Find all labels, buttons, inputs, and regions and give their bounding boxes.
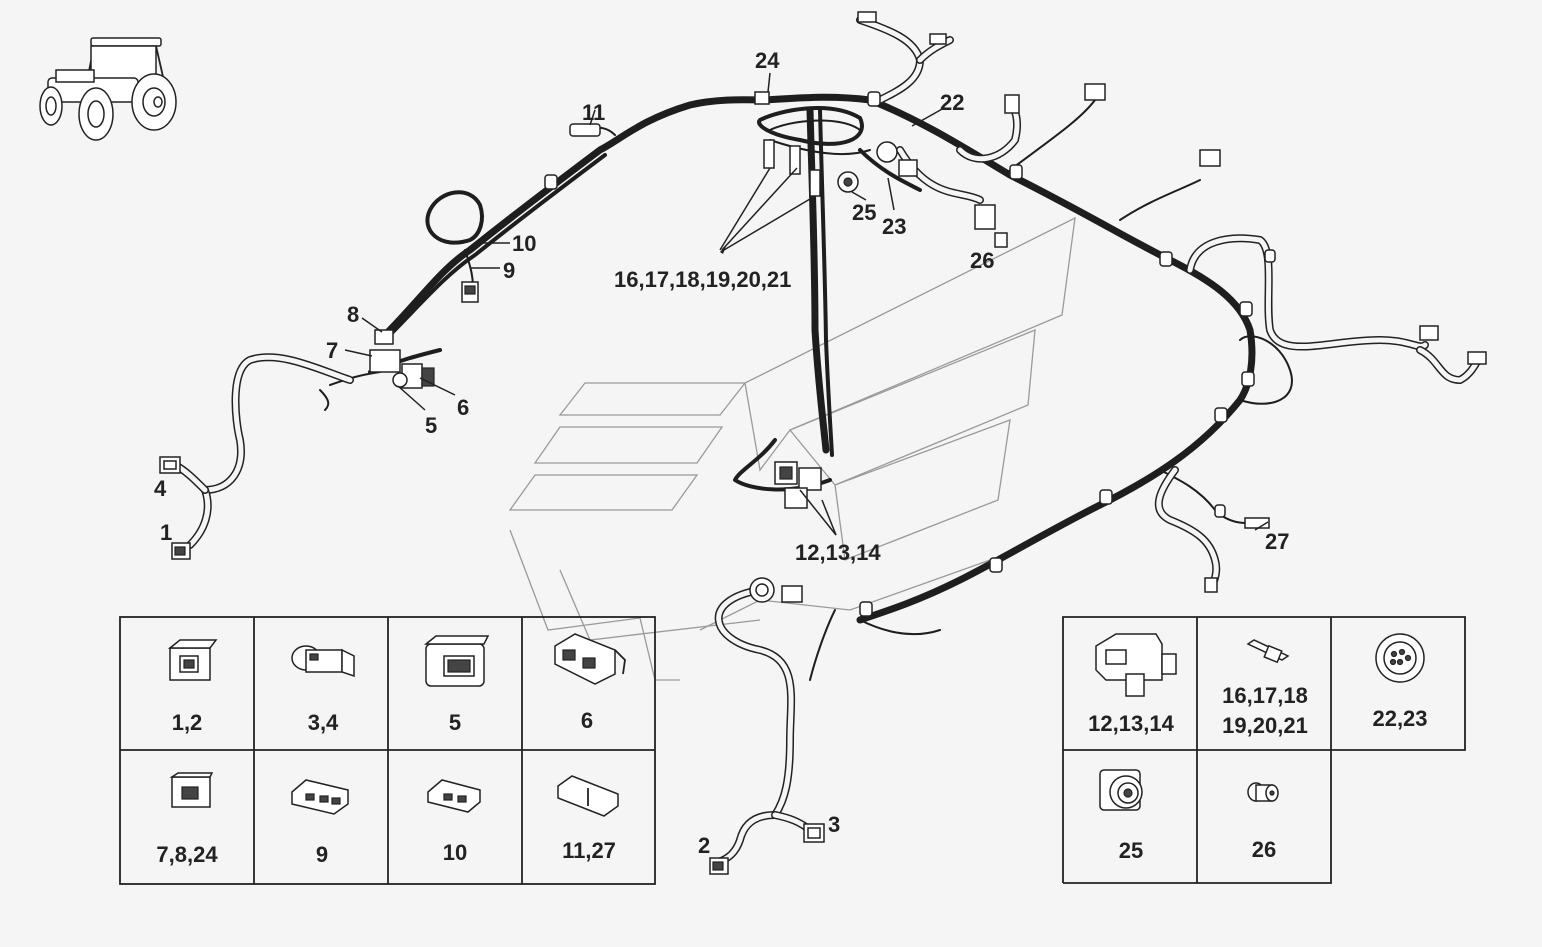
callout-23: 23 [882,214,906,239]
terminals-16-21 [763,139,821,197]
connector-4 [159,456,181,474]
legend-caption-6: 9 [316,842,328,867]
legend-caption-11: 22,23 [1372,706,1427,731]
sheathed-branches [171,16,1482,866]
connector-11 [569,123,601,137]
legend-caption-4: 6 [581,708,593,733]
callout-5: 5 [425,413,437,438]
connector-2pin-icon [167,639,218,681]
connector-26 [974,204,1008,248]
end-plug-b [929,33,947,45]
legend-table-right: 12,13,14 16,17,18 19,20,21 22,23 25 [1062,616,1466,884]
harness-clips [544,91,1276,617]
connector-1 [171,542,191,560]
callout-27: 27 [1265,529,1289,554]
legend-caption-2: 3,4 [308,710,339,735]
end-plug-c [1004,94,1020,114]
relay-connector-icon [1095,633,1177,697]
callout-8: 8 [347,302,359,327]
callout-2: 2 [698,833,710,858]
legend-caption-10b: 19,20,21 [1222,713,1308,738]
main-harness [319,93,1293,681]
callout-10: 10 [512,231,536,256]
connector-group-12-13-14 [774,461,822,509]
connector-9 [461,281,479,303]
connector-flat-small-icon [427,779,481,813]
legend-caption-13: 26 [1252,837,1276,862]
connector-block-icon [554,633,626,685]
callout-12-13-14: 12,13,14 [795,540,881,565]
end-plug-e [1199,149,1221,167]
connector-lower-mid [781,585,803,603]
callout-7: 7 [326,338,338,363]
legend-caption-9: 12,13,14 [1088,711,1174,736]
connector-3 [803,823,825,843]
flange-connector-icon [1099,769,1143,811]
callout-11: 11 [582,100,605,125]
legend-table-left: 1,2 3,4 5 6 7,8 [119,616,656,885]
legend-caption-3: 5 [449,710,461,735]
callout-24: 24 [755,48,780,73]
end-plug-g [1467,351,1487,365]
tractor-icon [39,37,177,141]
connector-multi-icon [423,635,490,687]
end-plug-a [857,11,877,23]
connector-round-icon [291,645,355,678]
connector-25 [837,171,859,193]
callout-4: 4 [154,476,167,501]
end-plug-h [1204,577,1218,593]
connector-small-icon [169,772,214,808]
callout-6: 6 [457,395,469,420]
grommet-lower [749,577,775,603]
callout-3: 3 [828,812,840,837]
callout-26: 26 [970,248,994,273]
connector-flat-icon [291,779,349,815]
callout-9: 9 [503,258,515,283]
connector-group-5-6-7-8 [369,329,435,389]
legend-caption-12: 25 [1119,838,1143,863]
legend-caption-7: 10 [443,840,467,865]
callout-1: 1 [160,520,172,545]
legend-caption-8: 11,27 [562,838,616,863]
watermark-logo [508,216,1076,681]
connector-bar-icon [557,775,619,817]
connector-22-23 [876,141,918,177]
leader-lines [344,72,1269,536]
connector-24 [754,91,770,105]
legend-caption-1: 1,2 [172,710,203,735]
end-plug-d [1084,83,1106,101]
callout-25: 25 [852,200,876,225]
callout-16-21: 16,17,18,19,20,21 [614,267,791,292]
end-plug-f [1419,325,1439,341]
callout-labels: 1 2 3 4 5 6 7 8 9 10 11 12,13,14 16,17,1… [154,48,1289,858]
connector-2 [709,857,729,875]
plug-connector-icon [1247,782,1279,802]
harness-parts [159,11,1487,875]
terminal-pin-icon [1246,639,1290,664]
legend-caption-5: 7,8,24 [156,842,218,867]
callout-22: 22 [940,90,964,115]
circular-connector-icon [1375,633,1425,683]
legend-caption-10a: 16,17,18 [1222,683,1308,708]
